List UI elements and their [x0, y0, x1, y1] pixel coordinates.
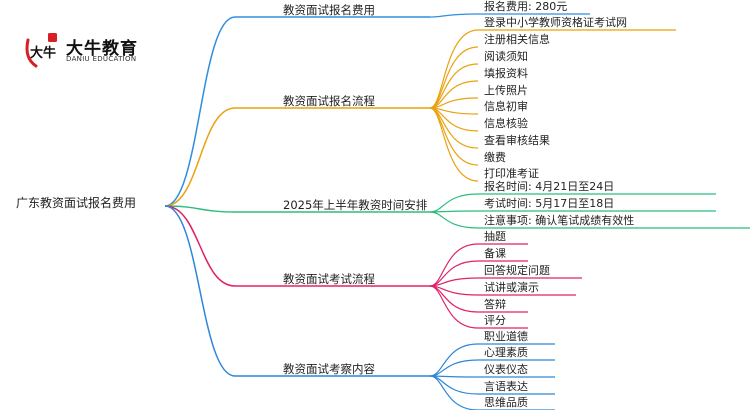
leaf-connector [429, 29, 676, 109]
leaf-connector [429, 243, 528, 287]
root-topic: 广东教资面试报名费用 [16, 196, 137, 210]
branch-topic: 2025年上半年教资时间安排 [283, 198, 428, 212]
brand-logo: 大牛 大牛教育 DANIU EDUCATION [22, 30, 152, 70]
logo-subtitle: DANIU EDUCATION [66, 55, 137, 63]
leaf-connector [429, 107, 479, 182]
leaf-topic: 答辩 [484, 298, 506, 311]
leaf-topic: 言语表达 [484, 380, 528, 393]
branch-topic: 教资面试报名流程 [283, 94, 375, 108]
leaf-connector [429, 359, 555, 377]
leaf-topic: 信息初审 [484, 100, 528, 113]
leaf-topic: 抽题 [484, 230, 506, 243]
leaf-topic: 评分 [484, 314, 506, 327]
leaf-topic: 职业道德 [484, 330, 528, 343]
leaf-topic: 仪表仪态 [484, 363, 528, 376]
leaf-topic: 心理素质 [484, 346, 528, 359]
branch-connector [164, 205, 430, 287]
leaf-topic: 缴费 [484, 151, 506, 164]
leaf-topic: 信息核验 [484, 117, 528, 130]
leaf-connector [429, 285, 528, 329]
leaf-topic: 报名时间: 4月21日至24日 [484, 180, 615, 193]
leaf-topic: 思维品质 [484, 396, 528, 409]
leaf-topic: 打印准考证 [484, 167, 539, 180]
leaf-topic: 登录中小学教师资格证考试网 [484, 16, 627, 29]
leaf-topic: 上传照片 [484, 84, 528, 97]
leaf-connector [429, 13, 590, 18]
leaf-topic: 填报资料 [484, 67, 528, 80]
branch-connector [164, 107, 430, 207]
leaf-topic: 注意事项: 确认笔试成绩有效性 [484, 214, 635, 227]
leaf-connector [429, 211, 750, 229]
logo-mark-text: 大牛 [30, 45, 56, 61]
leaf-topic: 试讲或演示 [484, 281, 539, 294]
leaf-connector [429, 210, 716, 213]
leaf-topic: 回答规定问题 [484, 264, 550, 277]
leaf-topic: 考试时间: 5月17日至18日 [484, 197, 615, 210]
branch-topic: 教资面试报名费用 [283, 3, 375, 17]
leaf-topic: 注册相关信息 [484, 33, 550, 46]
branch-connector [164, 16, 430, 207]
leaf-topic: 查看审核结果 [484, 134, 550, 147]
branch-topic: 教资面试考试流程 [283, 272, 375, 286]
branch-connector [164, 205, 430, 213]
logo-mark-icon: 大牛 [25, 33, 57, 68]
logo-name: 大牛教育 [66, 39, 138, 59]
leaf-topic: 备课 [484, 247, 506, 260]
branch-connector [164, 205, 430, 377]
branch-topic: 教资面试考察内容 [283, 362, 375, 376]
leaf-topic: 阅读须知 [484, 50, 528, 63]
leaf-connector [429, 277, 582, 287]
leaf-topic: 报名费用: 280元 [484, 0, 568, 13]
